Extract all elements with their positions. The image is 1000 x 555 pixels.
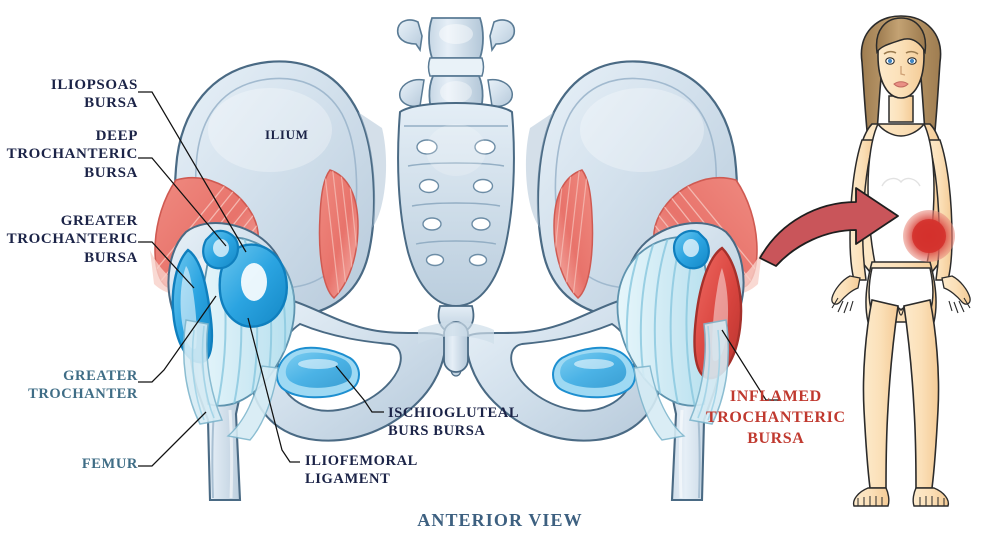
lumbar-vertebra xyxy=(396,17,516,117)
foot-left xyxy=(852,487,890,507)
figure-title: ANTERIOR VIEW xyxy=(417,510,583,530)
label-iliofemoral-ligament: ILIOFEMORAL LIGAMENT xyxy=(305,453,418,487)
ischiogluteal-bursa-right xyxy=(552,346,636,399)
label-greater-trochanteric-bursa: GREATER TROCHANTERIC BURSA xyxy=(6,213,138,266)
hand-right xyxy=(941,275,971,314)
pointer-arrow xyxy=(759,187,899,267)
ischiogluteal-bursa-left xyxy=(276,346,360,399)
pubic-symphysis xyxy=(418,321,494,373)
iliopsoas-bursa xyxy=(218,243,288,328)
leg-left xyxy=(862,299,899,489)
sacrum xyxy=(397,102,515,308)
label-ilium: ILIUM xyxy=(265,127,309,142)
sacral-foramina xyxy=(416,139,496,267)
foot-right xyxy=(912,487,950,507)
hand-left xyxy=(831,275,861,314)
leader-lines xyxy=(138,91,780,467)
label-femur: FEMUR xyxy=(81,456,138,472)
left-hip-group xyxy=(150,176,296,502)
iliopsoas-muscle-center-right xyxy=(553,169,594,300)
label-greater-trochanter: GREATER TROCHANTER xyxy=(28,368,138,402)
label-ischiogluteal-bursa: ISCHIOGLUTEAL BURS BURSA xyxy=(388,405,520,439)
briefs xyxy=(868,267,934,314)
female-body-figure xyxy=(831,15,971,507)
deep-trochanteric-bursa-right xyxy=(672,229,710,270)
deep-trochanteric-bursa xyxy=(202,229,240,270)
label-iliopsoas-bursa: ILIOPSOAS BURSA xyxy=(50,77,138,112)
label-deep-trochanteric-bursa: DEEP TROCHANTERIC BURSA xyxy=(6,128,138,181)
soft-tissue-right xyxy=(633,319,730,441)
right-hip-group xyxy=(616,176,762,502)
leg-right xyxy=(903,299,940,489)
label-inflamed-trochanteric-bursa: INFLAMED TROCHANTERIC BURSA xyxy=(706,388,846,447)
